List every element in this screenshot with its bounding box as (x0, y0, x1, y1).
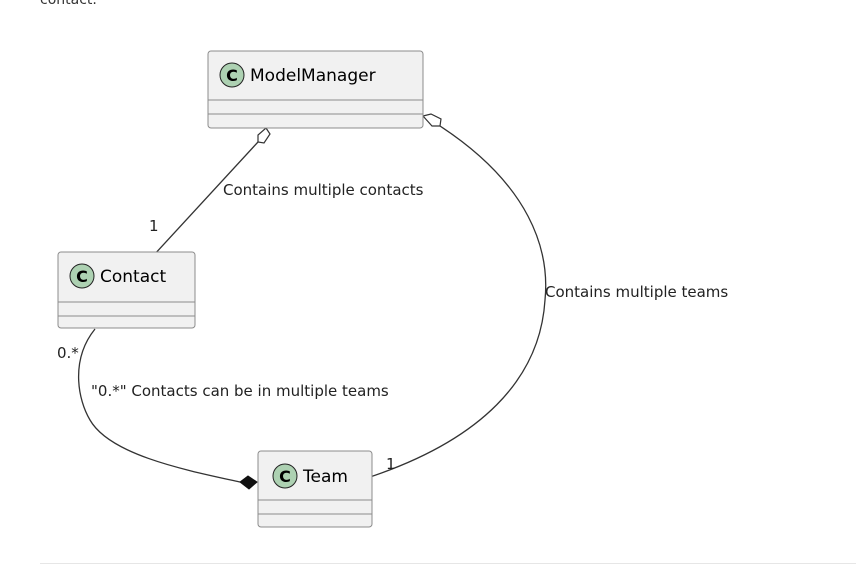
multiplicity-contact-1: 1 (149, 217, 159, 235)
class-c-icon (272, 463, 298, 489)
class-box (207, 50, 424, 129)
edge-label-contains-contacts: Contains multiple contacts (223, 181, 424, 199)
edge-manager-contact: Contains multiple contacts 1 (149, 127, 424, 257)
class-contact: C Contact (57, 251, 196, 329)
page-top-text: contact. (40, 0, 97, 8)
multiplicity-team-1: 1 (386, 455, 396, 473)
class-c-letter: C (76, 267, 88, 286)
composition-diamond-icon (239, 475, 258, 490)
class-box (57, 251, 196, 329)
edge-contact-team: "0.*" Contacts can be in multiple teams … (57, 328, 389, 490)
class-name-team: Team (302, 467, 348, 487)
aggregation-diamond-icon (421, 113, 442, 127)
class-box (257, 450, 373, 528)
class-name-modelmanager: ModelManager (250, 66, 376, 86)
multiplicity-contact-0-star: 0.* (57, 344, 79, 362)
edge-contact-team-line (77, 328, 241, 483)
edge-manager-contact-line (152, 141, 259, 257)
class-c-icon (219, 62, 245, 88)
class-c-icon (69, 263, 95, 289)
aggregation-diamond-icon (257, 127, 271, 144)
class-c-letter: C (226, 66, 238, 85)
edge-label-contacts-in-teams: "0.*" Contacts can be in multiple teams (91, 382, 389, 400)
edge-manager-team-line (369, 125, 547, 478)
edge-manager-team: Contains multiple teams 1 (369, 113, 728, 478)
class-team: C Team (257, 450, 373, 528)
bottom-divider (40, 563, 856, 564)
class-c-letter: C (279, 467, 291, 486)
class-name-contact: Contact (100, 267, 166, 287)
class-modelmanager: C ModelManager (207, 50, 424, 129)
edge-label-contains-teams: Contains multiple teams (545, 283, 728, 301)
